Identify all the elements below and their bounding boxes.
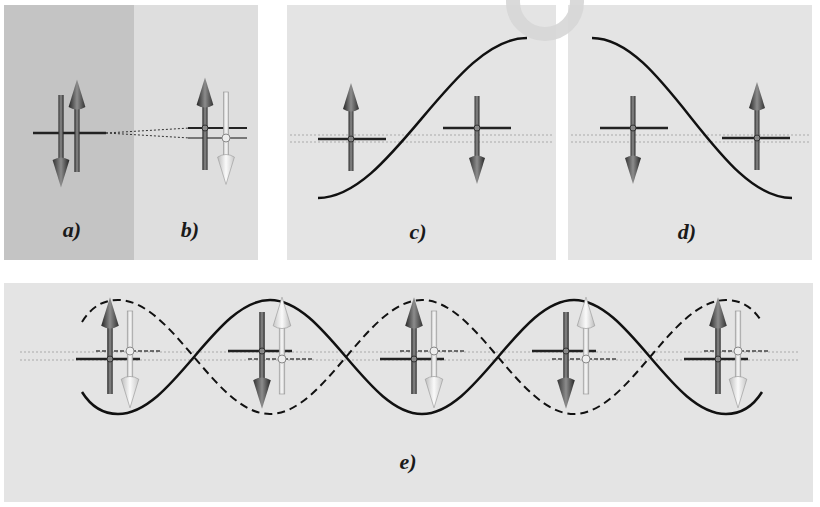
panel: d) (568, 5, 812, 260)
panel-label: a) (63, 219, 81, 241)
panel: a) (4, 5, 134, 260)
watermark-ring (513, 0, 577, 34)
panel: e) (4, 283, 813, 502)
panel-a-art (33, 80, 190, 188)
panel-e-art (20, 297, 800, 414)
panel: c) (287, 5, 556, 260)
panel-label: e) (399, 451, 416, 473)
panel-c-art (290, 38, 553, 198)
panel-label: d) (678, 221, 696, 243)
panel-label: c) (409, 221, 426, 243)
panel-label: b) (181, 219, 199, 241)
panel: b) (134, 5, 258, 260)
panel-b-art (188, 78, 247, 185)
panel-d-art (571, 38, 809, 198)
